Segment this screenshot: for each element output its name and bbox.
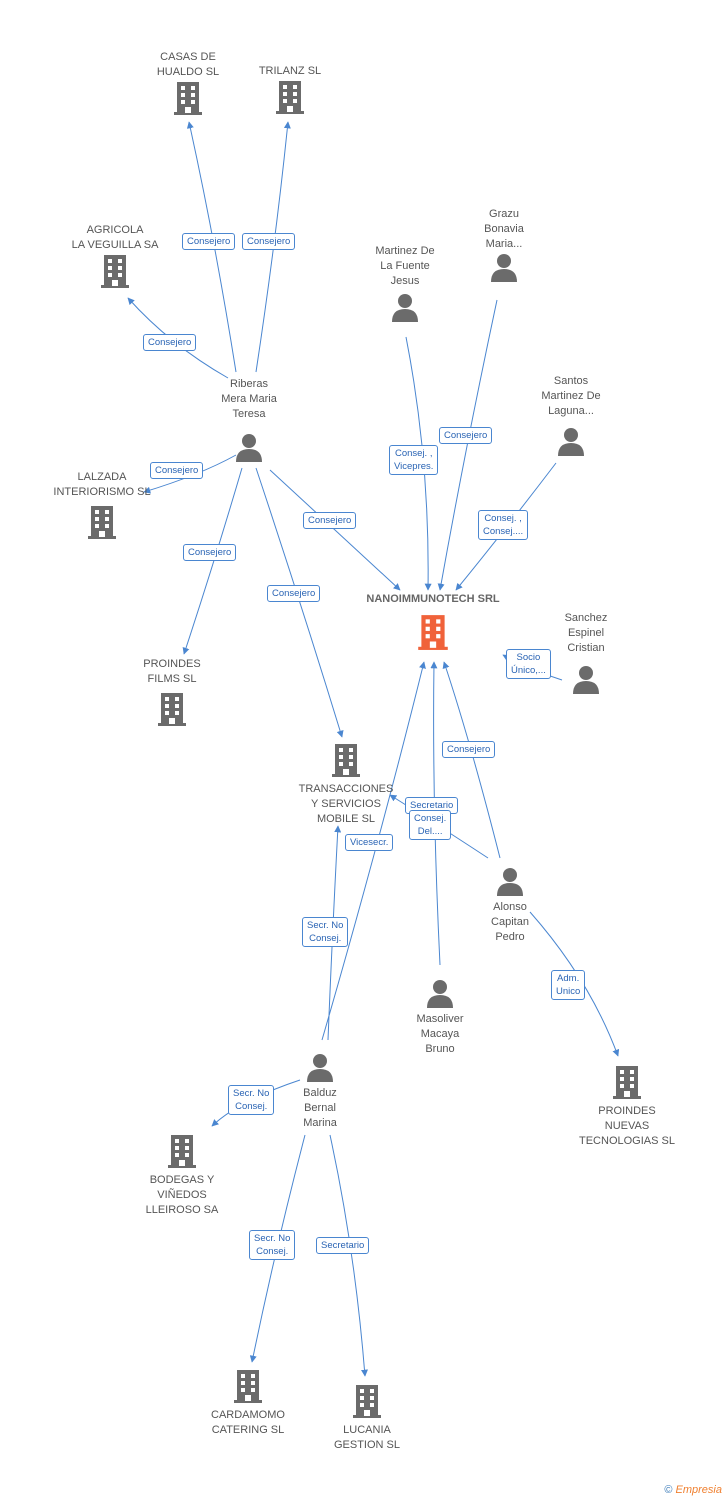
building-icon — [353, 1385, 381, 1418]
building-icon — [613, 1066, 641, 1099]
node-lalzada[interactable]: LALZADA INTERIORISMO SL — [50, 470, 154, 540]
edge-label-sanchez-nano[interactable]: Socio Único,... — [506, 649, 551, 679]
node-label: CASAS DE HUALDO SL — [156, 51, 220, 78]
node-label: AGRICOLA LA VEGUILLA SA — [71, 224, 159, 251]
node-label-focus: NANOIMMUNOTECH SRL — [366, 593, 500, 605]
edge-label-alonso-proindes-nuevas[interactable]: Adm. Unico — [551, 970, 586, 1000]
edge-riberas-transacciones — [255, 467, 344, 738]
person-icon — [558, 428, 584, 456]
node-label: BODEGAS Y VIÑEDOS LLEIROSO SA — [145, 1174, 219, 1216]
edge-label-masoliver-nano[interactable]: Consej. Del.... — [409, 810, 452, 840]
person-icon — [573, 666, 599, 694]
person-icon — [497, 868, 523, 896]
building-icon — [101, 255, 129, 288]
node-label: CARDAMOMO CATERING SL — [211, 1409, 285, 1436]
node-cardamomo-catering[interactable]: CARDAMOMO CATERING SL — [200, 1368, 296, 1438]
edge-label-balduz-bodegas[interactable]: Secr. No Consej. — [228, 1085, 275, 1115]
node-label: Sanchez Espinel Cristian — [564, 612, 608, 654]
node-martinez-de-la-fuente[interactable]: Martinez De La Fuente Jesus — [360, 244, 450, 322]
node-casas-de-hualdo[interactable]: CASAS DE HUALDO SL — [140, 50, 236, 116]
edge-alonso-nano — [442, 661, 501, 859]
edge-label-balduz-transacciones[interactable]: Vicesecr. — [345, 834, 394, 851]
building-icon — [174, 82, 202, 115]
edge-label-riberas-agricola[interactable]: Consejero — [143, 334, 197, 351]
node-santos-martinez[interactable]: Santos Martinez De Laguna... — [526, 374, 616, 456]
edge-label-riberas-nano[interactable]: Consejero — [303, 512, 357, 529]
node-label: TRILANZ SL — [258, 65, 322, 77]
edge-label-riberas-casas[interactable]: Consejero — [182, 233, 236, 250]
edge-label-riberas-proindes-films[interactable]: Consejero — [183, 544, 237, 561]
node-proindes-films[interactable]: PROINDES FILMS SL — [130, 657, 214, 727]
node-label: LUCANIA GESTION SL — [333, 1424, 401, 1451]
node-label: Martinez De La Fuente Jesus — [375, 245, 435, 287]
node-lucania-gestion[interactable]: LUCANIA GESTION SL — [324, 1383, 410, 1453]
node-label: PROINDES NUEVAS TECNOLOGIAS SL — [579, 1105, 675, 1147]
edge-label-riberas-lalzada[interactable]: Consejero — [150, 462, 204, 479]
edge-label-balduz-nano[interactable]: Secr. No Consej. — [302, 917, 349, 947]
node-agricola-la-veguilla[interactable]: AGRICOLA LA VEGUILLA SA — [60, 223, 170, 289]
node-label: Riberas Mera Maria Teresa — [221, 378, 277, 420]
node-proindes-nuevas[interactable]: PROINDES NUEVAS TECNOLOGIAS SL — [572, 1064, 682, 1149]
edge-label-santos-nano[interactable]: Consej. , Consej.... — [478, 510, 529, 540]
node-grazu-bonavia[interactable]: Grazu Bonavia Maria... — [462, 207, 546, 282]
person-icon — [236, 434, 262, 462]
building-icon — [234, 1370, 262, 1403]
node-label: TRANSACCIONES Y SERVICIOS MOBILE SL — [298, 783, 394, 825]
node-balduz-bernal[interactable]: Balduz Bernal Marina — [280, 1052, 360, 1131]
node-masoliver-macaya[interactable]: Masoliver Macaya Bruno — [398, 978, 482, 1057]
edge-label-riberas-trilanz[interactable]: Consejero — [242, 233, 296, 250]
building-icon — [158, 693, 186, 726]
person-icon — [427, 980, 453, 1008]
edge-label-grazu-nano[interactable]: Consejero — [439, 427, 493, 444]
edge-riberas-nano — [269, 469, 401, 591]
edge-label-balduz-cardamomo[interactable]: Secr. No Consej. — [249, 1230, 296, 1260]
edge-label-balduz-lucania[interactable]: Secretario — [316, 1237, 370, 1254]
copyright-symbol: © — [664, 1484, 673, 1496]
node-sanchez-espinel[interactable]: Sanchez Espinel Cristian — [546, 611, 626, 694]
edge-grazu-nano — [437, 299, 498, 591]
edge-label-martinez-nano[interactable]: Consej. , Vicepres. — [389, 445, 439, 475]
building-icon — [418, 615, 448, 650]
footer-credit[interactable]: © Empresia — [664, 1484, 722, 1496]
node-label: Santos Martinez De Laguna... — [541, 375, 601, 417]
node-riberas-mera[interactable]: Riberas Mera Maria Teresa — [206, 377, 292, 462]
node-trilanz[interactable]: TRILANZ SL — [250, 64, 330, 115]
node-label: LALZADA INTERIORISMO SL — [53, 471, 151, 498]
person-icon — [307, 1054, 333, 1082]
building-icon — [276, 81, 304, 114]
person-icon — [491, 254, 517, 282]
node-bodegas-lleiroso[interactable]: BODEGAS Y VIÑEDOS LLEIROSO SA — [132, 1133, 232, 1218]
edge-balduz-lucania — [329, 1134, 368, 1377]
brand-logo: Empresia — [675, 1484, 722, 1496]
edge-label-riberas-transacciones[interactable]: Consejero — [267, 585, 321, 602]
edge-label-alonso-nano[interactable]: Consejero — [442, 741, 496, 758]
building-icon — [332, 744, 360, 777]
building-icon — [88, 506, 116, 539]
node-label: Masoliver Macaya Bruno — [416, 1013, 464, 1055]
node-transacciones[interactable]: TRANSACCIONES Y SERVICIOS MOBILE SL — [290, 742, 402, 827]
node-label: Balduz Bernal Marina — [303, 1087, 337, 1129]
node-nanoimmunotech[interactable]: NANOIMMUNOTECH SRL — [356, 592, 510, 651]
person-icon — [392, 294, 418, 322]
building-icon — [168, 1135, 196, 1168]
node-label: Grazu Bonavia Maria... — [484, 208, 524, 250]
node-alonso-capitan[interactable]: Alonso Capitan Pedro — [470, 866, 550, 945]
node-label: Alonso Capitan Pedro — [491, 901, 529, 943]
node-label: PROINDES FILMS SL — [143, 658, 201, 685]
edge-riberas-proindes-films — [182, 467, 243, 655]
